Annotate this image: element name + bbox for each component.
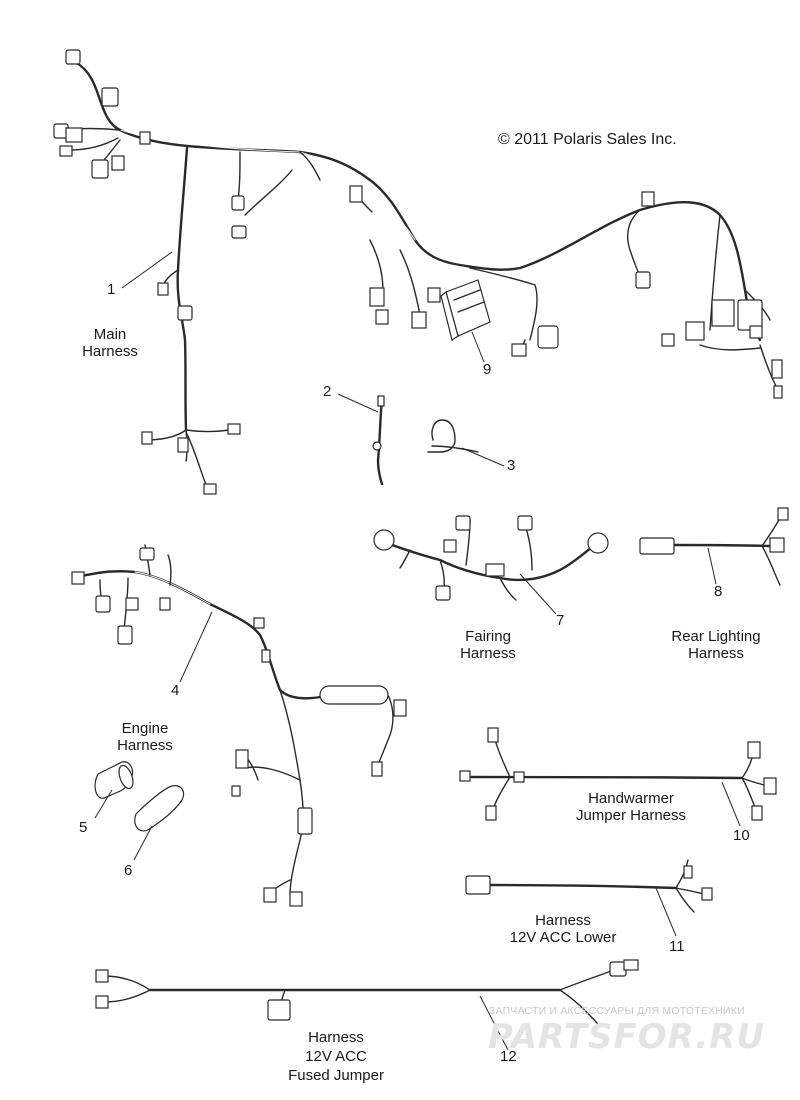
- part-number-10: 10: [733, 827, 750, 844]
- label-fairing-harness-line: Fairing: [465, 628, 511, 645]
- part-number-4: 4: [171, 682, 180, 699]
- part-6-boot: [134, 785, 185, 832]
- label-rear-lighting-harness-line: Rear Lighting: [671, 628, 761, 645]
- engine-harness-drawing: [71, 544, 407, 907]
- part-number-11: 11: [669, 938, 685, 955]
- fused-jumper-harness-drawing: [95, 959, 639, 1025]
- label-harness-12v-acc-lower-line: 12V ACC Lower: [509, 929, 617, 946]
- part-9-module: [440, 279, 491, 341]
- label-rear-lighting-harness-line: Harness: [688, 645, 744, 662]
- part-2-fastener: [372, 395, 385, 486]
- label-main-harness-line: Harness: [82, 343, 138, 360]
- acc-lower-harness-drawing: [465, 859, 713, 913]
- part-number-3: 3: [507, 457, 516, 474]
- part-number-1: 1: [107, 281, 116, 298]
- label-harness-12v-acc-fused-jumper: Harness 12V ACC Fused Jumper: [270, 1029, 402, 1084]
- label-harness-12v-acc-fused-jumper-line: Fused Jumper: [288, 1067, 384, 1084]
- watermark-logo: PARTSFOR.RU: [488, 1017, 766, 1057]
- part-5-sleeve: [94, 761, 134, 799]
- part-number-8: 8: [714, 583, 723, 600]
- label-harness-12v-acc-fused-jumper-line: Harness: [308, 1029, 364, 1046]
- part-number-12: 12: [500, 1048, 517, 1065]
- rear-lighting-harness-drawing: [639, 507, 789, 586]
- label-handwarmer-jumper-harness-line: Jumper Harness: [575, 807, 687, 824]
- part-number-2: 2: [323, 383, 332, 400]
- part-number-6: 6: [124, 862, 133, 879]
- label-engine-harness-line: Engine: [121, 720, 169, 737]
- leader-lines: [94, 251, 741, 1051]
- label-harness-12v-acc-lower-line: Harness: [535, 912, 591, 929]
- label-main-harness-line: Main: [93, 326, 127, 343]
- part-3-cable-tie: [427, 419, 479, 453]
- label-harness-12v-acc-fused-jumper-line: 12V ACC: [305, 1048, 367, 1065]
- label-handwarmer-jumper-harness-line: Handwarmer: [588, 790, 674, 807]
- label-fairing-harness-line: Harness: [460, 645, 516, 662]
- fairing-harness-drawing: [373, 515, 609, 601]
- main-harness-drawing: [53, 49, 783, 495]
- watermark-tagline: ЗАПЧАСТИ И АКСЕССУАРЫ ДЛЯ МОТОТЕХНИКИ: [489, 1005, 745, 1017]
- copyright-text: © 2011 Polaris Sales Inc.: [498, 131, 677, 148]
- handwarmer-harness-drawing: [459, 727, 777, 821]
- part-number-9: 9: [483, 361, 492, 378]
- label-engine-harness-line: Harness: [117, 737, 173, 754]
- part-number-5: 5: [79, 819, 88, 836]
- part-number-7: 7: [556, 612, 565, 629]
